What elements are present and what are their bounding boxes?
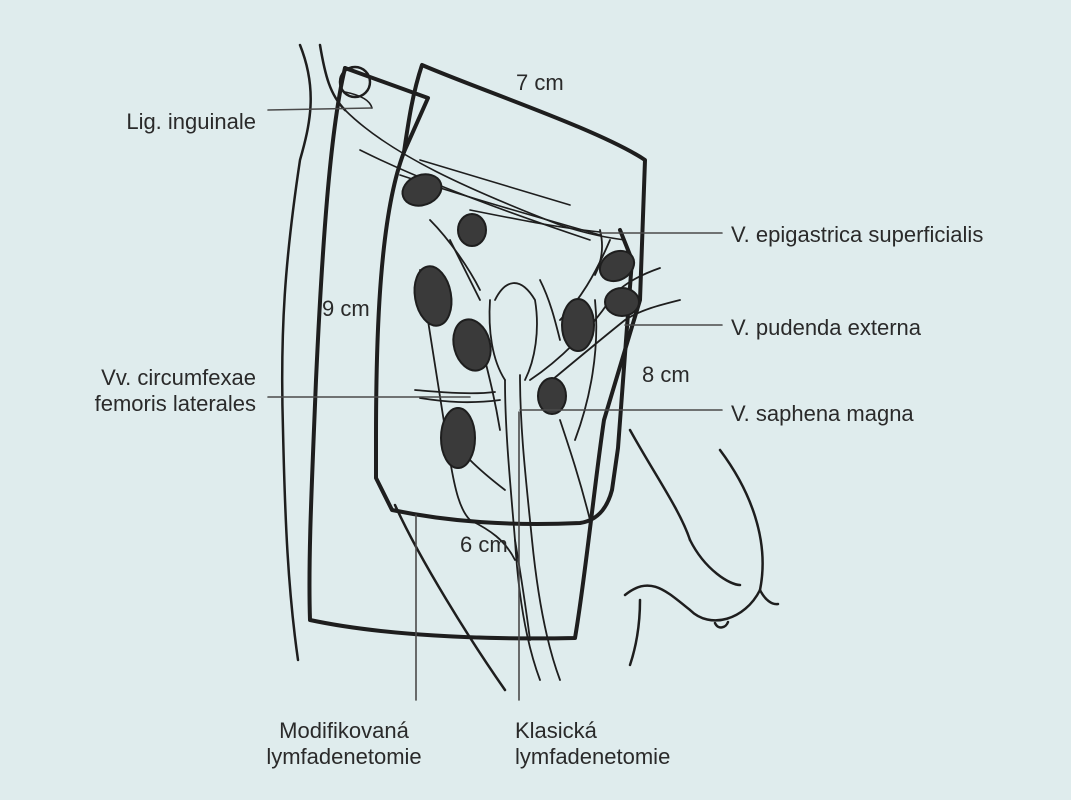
dimension-left: 9 cm [322, 296, 370, 321]
label-vv-circumflexae-line1: Vv. circumfexae [101, 365, 256, 390]
label-classical-line2: lymfadenetomie [515, 744, 671, 769]
leader-lig-inguinale [267, 107, 373, 111]
dimension-top: 7 cm [516, 70, 564, 95]
label-vv-circumflexae-line2: femoris laterales [94, 391, 256, 416]
leader-lines [267, 107, 723, 701]
label-modified-line2: lymfadenetomie [266, 744, 422, 769]
body-outline [280, 43, 780, 692]
dimension-bottom: 6 cm [460, 532, 508, 557]
classical-dissection-frame [307, 63, 647, 641]
label-v-pudenda-externa: V. pudenda externa [731, 315, 922, 340]
label-classical-line1: Klasická [515, 718, 597, 743]
label-lig-inguinale: Lig. inguinale [126, 109, 256, 134]
modified-dissection-frame [343, 66, 634, 526]
label-classical-lymphadenectomy: Klasická lymfadenetomie [515, 718, 670, 770]
lymph-nodes [401, 173, 640, 469]
label-modified-lymphadenectomy: Modifikovaná lymfadenetomie [244, 718, 444, 770]
label-v-epigastrica-superficialis: V. epigastrica superficialis [731, 222, 984, 247]
label-v-saphena-magna: V. saphena magna [731, 401, 914, 426]
label-modified-line1: Modifikovaná [279, 718, 409, 743]
label-vv-circumflexae: Vv. circumfexae femoris laterales [95, 365, 256, 417]
dimension-right: 8 cm [642, 362, 690, 387]
